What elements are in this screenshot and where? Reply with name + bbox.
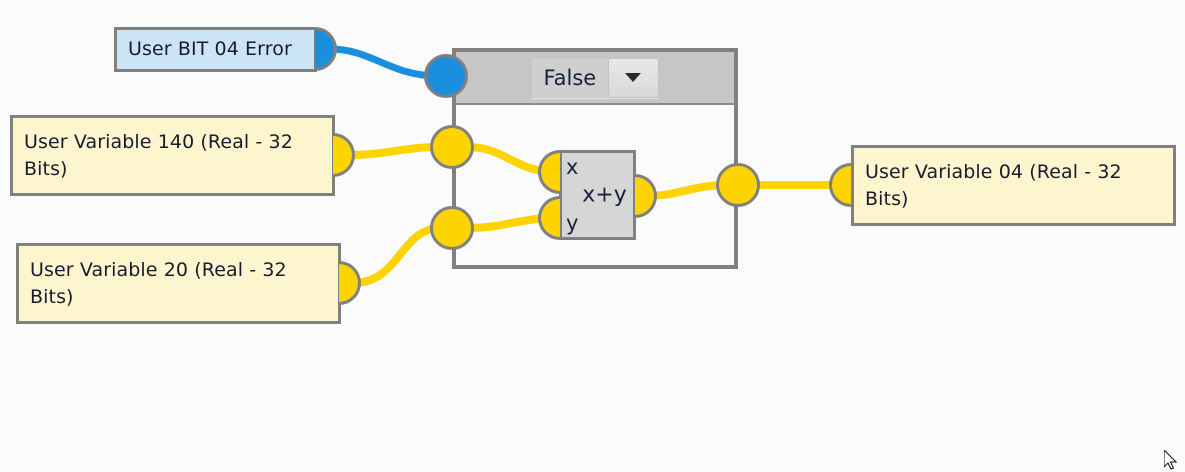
enable-select-value: False	[531, 57, 608, 98]
node-user-variable-20-output-port[interactable]	[339, 261, 361, 305]
mouse-pointer-icon	[1164, 450, 1178, 470]
wire-bit-error-to-enable	[326, 45, 442, 80]
compound-block-input-port-1[interactable]	[430, 125, 474, 169]
node-user-variable-04-label: User Variable 04 (Real - 32 Bits)	[865, 161, 1122, 210]
enable-select-button[interactable]	[607, 57, 659, 98]
node-user-variable-20-label: User Variable 20 (Real - 32 Bits)	[30, 259, 287, 308]
node-user-variable-140-output-port[interactable]	[333, 133, 355, 177]
node-user-bit-04-error[interactable]: User BIT 04 Error	[114, 27, 317, 72]
node-user-bit-04-error-label: User BIT 04 Error	[128, 38, 292, 61]
wire-var20-to-container-in2	[349, 224, 445, 287]
enable-select[interactable]: False	[531, 57, 659, 98]
node-user-variable-140[interactable]: User Variable 140 (Real - 32 Bits)	[10, 115, 335, 196]
compound-block-header: False	[452, 48, 738, 105]
operator-input-y-label: y	[566, 211, 579, 235]
node-user-variable-140-label: User Variable 140 (Real - 32 Bits)	[24, 131, 293, 180]
compound-block-output-port[interactable]	[716, 163, 760, 207]
wire-var140-to-container-in1	[344, 143, 445, 159]
operator-block-add[interactable]: x x+y y	[559, 150, 636, 240]
operator-expression-label: x+y	[582, 182, 627, 208]
operator-input-x-label: x	[566, 155, 579, 179]
node-user-bit-04-error-output-port[interactable]	[315, 27, 337, 71]
node-user-variable-04[interactable]: User Variable 04 (Real - 32 Bits)	[851, 145, 1176, 226]
node-user-variable-04-input-port[interactable]	[829, 163, 851, 207]
node-user-variable-20[interactable]: User Variable 20 (Real - 32 Bits)	[16, 243, 341, 324]
compound-block-input-port-2[interactable]	[430, 206, 474, 250]
compound-block-enable-port[interactable]	[424, 54, 468, 98]
chevron-down-icon	[625, 73, 641, 82]
